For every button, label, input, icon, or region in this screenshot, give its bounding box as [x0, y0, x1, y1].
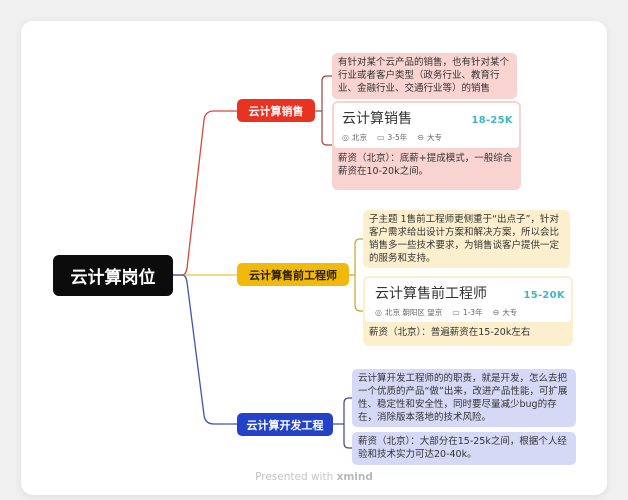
- location-pin-icon: ◎: [342, 133, 349, 142]
- job-title: 云计算售前工程师: [375, 286, 487, 302]
- graduation-cap-icon: ⊖: [492, 308, 500, 317]
- graduation-cap-icon: ⊖: [417, 133, 424, 142]
- sales-description[interactable]: 有针对某个云产品的销售，也有针对某个行业或者客户类型（政务行业、教育行业、金融行…: [332, 53, 517, 99]
- sales-job-card[interactable]: 云计算销售 18-25K ◎北京 ▭3-5年 ⊖大专: [334, 103, 519, 148]
- presales-job-card[interactable]: 云计算售前工程师 15-20K ◎北京 朝阳区 望京 ▭1-3年 ⊖大专: [365, 278, 571, 322]
- presented-with-footer: Presented with xmind: [0, 471, 628, 483]
- dev-salary-note[interactable]: 薪资（北京）：大部分在15-25k之间，根据个人经验和技术实力可达20-40k。: [352, 432, 576, 465]
- job-education: 大专: [502, 308, 518, 317]
- job-experience: 1-3年: [462, 308, 483, 317]
- job-title: 云计算销售: [342, 111, 412, 127]
- dev-description[interactable]: 云计算开发工程师的的职责，就是开发，怎么去把一个优质的产品“做”出来，改进产品性…: [352, 369, 576, 427]
- briefcase-icon: ▭: [376, 133, 385, 142]
- branch-cloud-dev[interactable]: 云计算开发工程: [237, 413, 333, 436]
- briefcase-icon: ▭: [452, 308, 460, 317]
- job-education: 大专: [427, 133, 442, 142]
- location-pin-icon: ◎: [375, 308, 382, 317]
- sales-job-group[interactable]: 云计算销售 18-25K ◎北京 ▭3-5年 ⊖大专 薪资（北京）：底薪+提成模…: [332, 101, 521, 190]
- job-salary: 18-25K: [471, 115, 513, 126]
- presales-description[interactable]: 子主题 1售前工程师更侧重于“出点子”，针对客户需求给出设计方案和解决方案，所以…: [363, 210, 570, 268]
- presales-job-group[interactable]: 云计算售前工程师 15-20K ◎北京 朝阳区 望京 ▭1-3年 ⊖大专 薪资（…: [363, 276, 573, 346]
- job-experience: 3-5年: [387, 133, 408, 142]
- job-salary: 15-20K: [523, 290, 565, 301]
- xmind-brand[interactable]: xmind: [336, 471, 373, 483]
- job-location: 北京 朝阳区 望京: [384, 308, 443, 317]
- root-topic[interactable]: 云计算岗位: [53, 255, 173, 296]
- presales-salary-note: 薪资（北京）：普遍薪资在15-20k左右: [369, 327, 531, 338]
- footer-prefix: Presented with: [255, 471, 337, 483]
- branch-cloud-sales[interactable]: 云计算销售: [237, 99, 315, 122]
- branch-cloud-presales[interactable]: 云计算售前工程师: [237, 263, 349, 286]
- job-location: 北京: [351, 133, 367, 142]
- sales-salary-note: 薪资（北京）：底薪+提成模式，一般综合薪资在10-20k之间。: [338, 153, 513, 177]
